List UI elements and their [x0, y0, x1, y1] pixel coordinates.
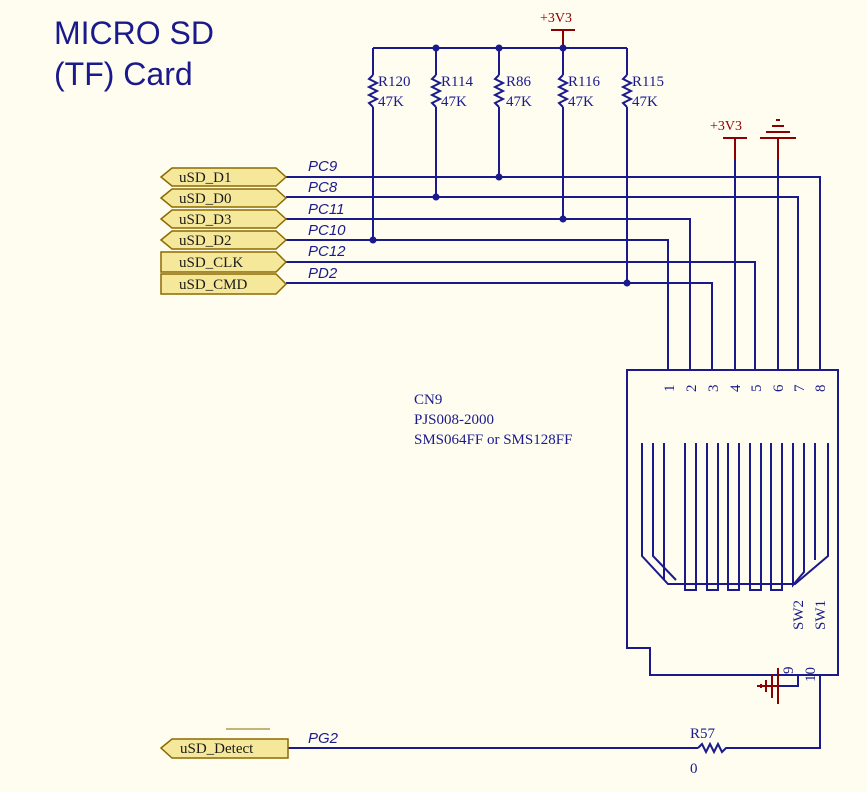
ground-symbol-bottom	[757, 668, 779, 704]
r115-ref: R115	[632, 74, 664, 90]
pullup-resistors: R120 47K R114 47K R86 47K R116 47K	[366, 48, 664, 283]
net-pc12: PC12	[308, 243, 346, 260]
net-pc9: PC9	[308, 158, 338, 175]
resistor-r115: R115 47K	[620, 48, 664, 283]
port-uSD-D3[interactable]: uSD_D3	[159, 209, 288, 229]
r86-value: 47K	[506, 94, 532, 110]
sw-pin-10: 10	[803, 667, 819, 682]
sw-pin10-wire	[730, 675, 821, 749]
card-outline	[641, 443, 829, 585]
port-label-uSD-D1: uSD_D1	[179, 170, 232, 186]
power-label-right: +3V3	[710, 119, 742, 134]
port-uSD-CLK[interactable]: uSD_CLK	[160, 251, 288, 273]
r116-value: 47K	[568, 94, 594, 110]
port-label-uSD-D3: uSD_D3	[179, 212, 232, 228]
pin-8: 8	[813, 385, 829, 393]
net-pc8: PC8	[308, 179, 338, 196]
port-label-uSD-Detect: uSD_Detect	[180, 741, 254, 757]
title-line-2: (TF) Card	[54, 56, 193, 92]
switch-sw1: SW1	[813, 600, 829, 630]
pin-4: 4	[728, 384, 744, 392]
net-pd2: PD2	[308, 265, 338, 282]
title-line-1: MICRO SD	[54, 15, 214, 51]
resistor-r57: R57 0	[690, 726, 730, 777]
port-uSD-D0[interactable]: uSD_D0	[159, 188, 288, 208]
port-label-uSD-D0: uSD_D0	[179, 191, 232, 207]
connector-cn9: 1 2 3 4 5 6 7 8 SW2 SW1	[626, 369, 839, 676]
card-fingers	[652, 443, 816, 591]
port-uSD-CMD[interactable]: uSD_CMD	[160, 273, 288, 295]
net-pc10: PC10	[308, 222, 346, 239]
pin-2: 2	[684, 385, 700, 393]
pin-7: 7	[792, 384, 808, 392]
resistor-r116: R116 47K	[556, 48, 600, 219]
r57-value: 0	[690, 761, 698, 777]
port-label-uSD-D2: uSD_D2	[179, 233, 232, 249]
pin-5: 5	[749, 385, 765, 393]
signal-wires	[286, 160, 821, 370]
resistor-r114: R114 47K	[429, 48, 473, 197]
connector-body	[626, 369, 839, 676]
power-label-top: +3V3	[540, 11, 572, 26]
r120-value: 47K	[378, 94, 404, 110]
r114-value: 47K	[441, 94, 467, 110]
switch-sw2: SW2	[791, 600, 807, 630]
r86-ref: R86	[506, 74, 532, 90]
connector-desc: SMS064FF or SMS128FF	[414, 432, 572, 448]
connector-part: PJS008-2000	[414, 412, 494, 428]
pin-1: 1	[662, 385, 678, 393]
pin-6: 6	[771, 384, 787, 392]
sw-pin9-wire	[778, 675, 799, 687]
pin-3: 3	[706, 385, 722, 393]
connector-ref: CN9	[414, 392, 442, 408]
r57-ref: R57	[690, 726, 716, 742]
port-uSD-D2[interactable]: uSD_D2	[159, 230, 288, 250]
port-label-uSD-CMD: uSD_CMD	[179, 277, 248, 293]
port-uSD-Detect[interactable]: uSD_Detect	[159, 738, 289, 759]
r115-value: 47K	[632, 94, 658, 110]
r120-ref: R120	[378, 74, 411, 90]
resistor-r86: R86 47K	[492, 48, 532, 177]
sw-pin-9: 9	[781, 667, 797, 675]
net-pc11: PC11	[308, 201, 344, 218]
r116-ref: R116	[568, 74, 600, 90]
ground-symbol-top	[760, 119, 796, 160]
port-label-uSD-CLK: uSD_CLK	[179, 255, 243, 271]
r114-ref: R114	[441, 74, 473, 90]
port-uSD-D1[interactable]: uSD_D1	[159, 167, 288, 187]
resistor-r120: R120 47K	[366, 48, 411, 240]
net-pg2: PG2	[308, 730, 339, 747]
